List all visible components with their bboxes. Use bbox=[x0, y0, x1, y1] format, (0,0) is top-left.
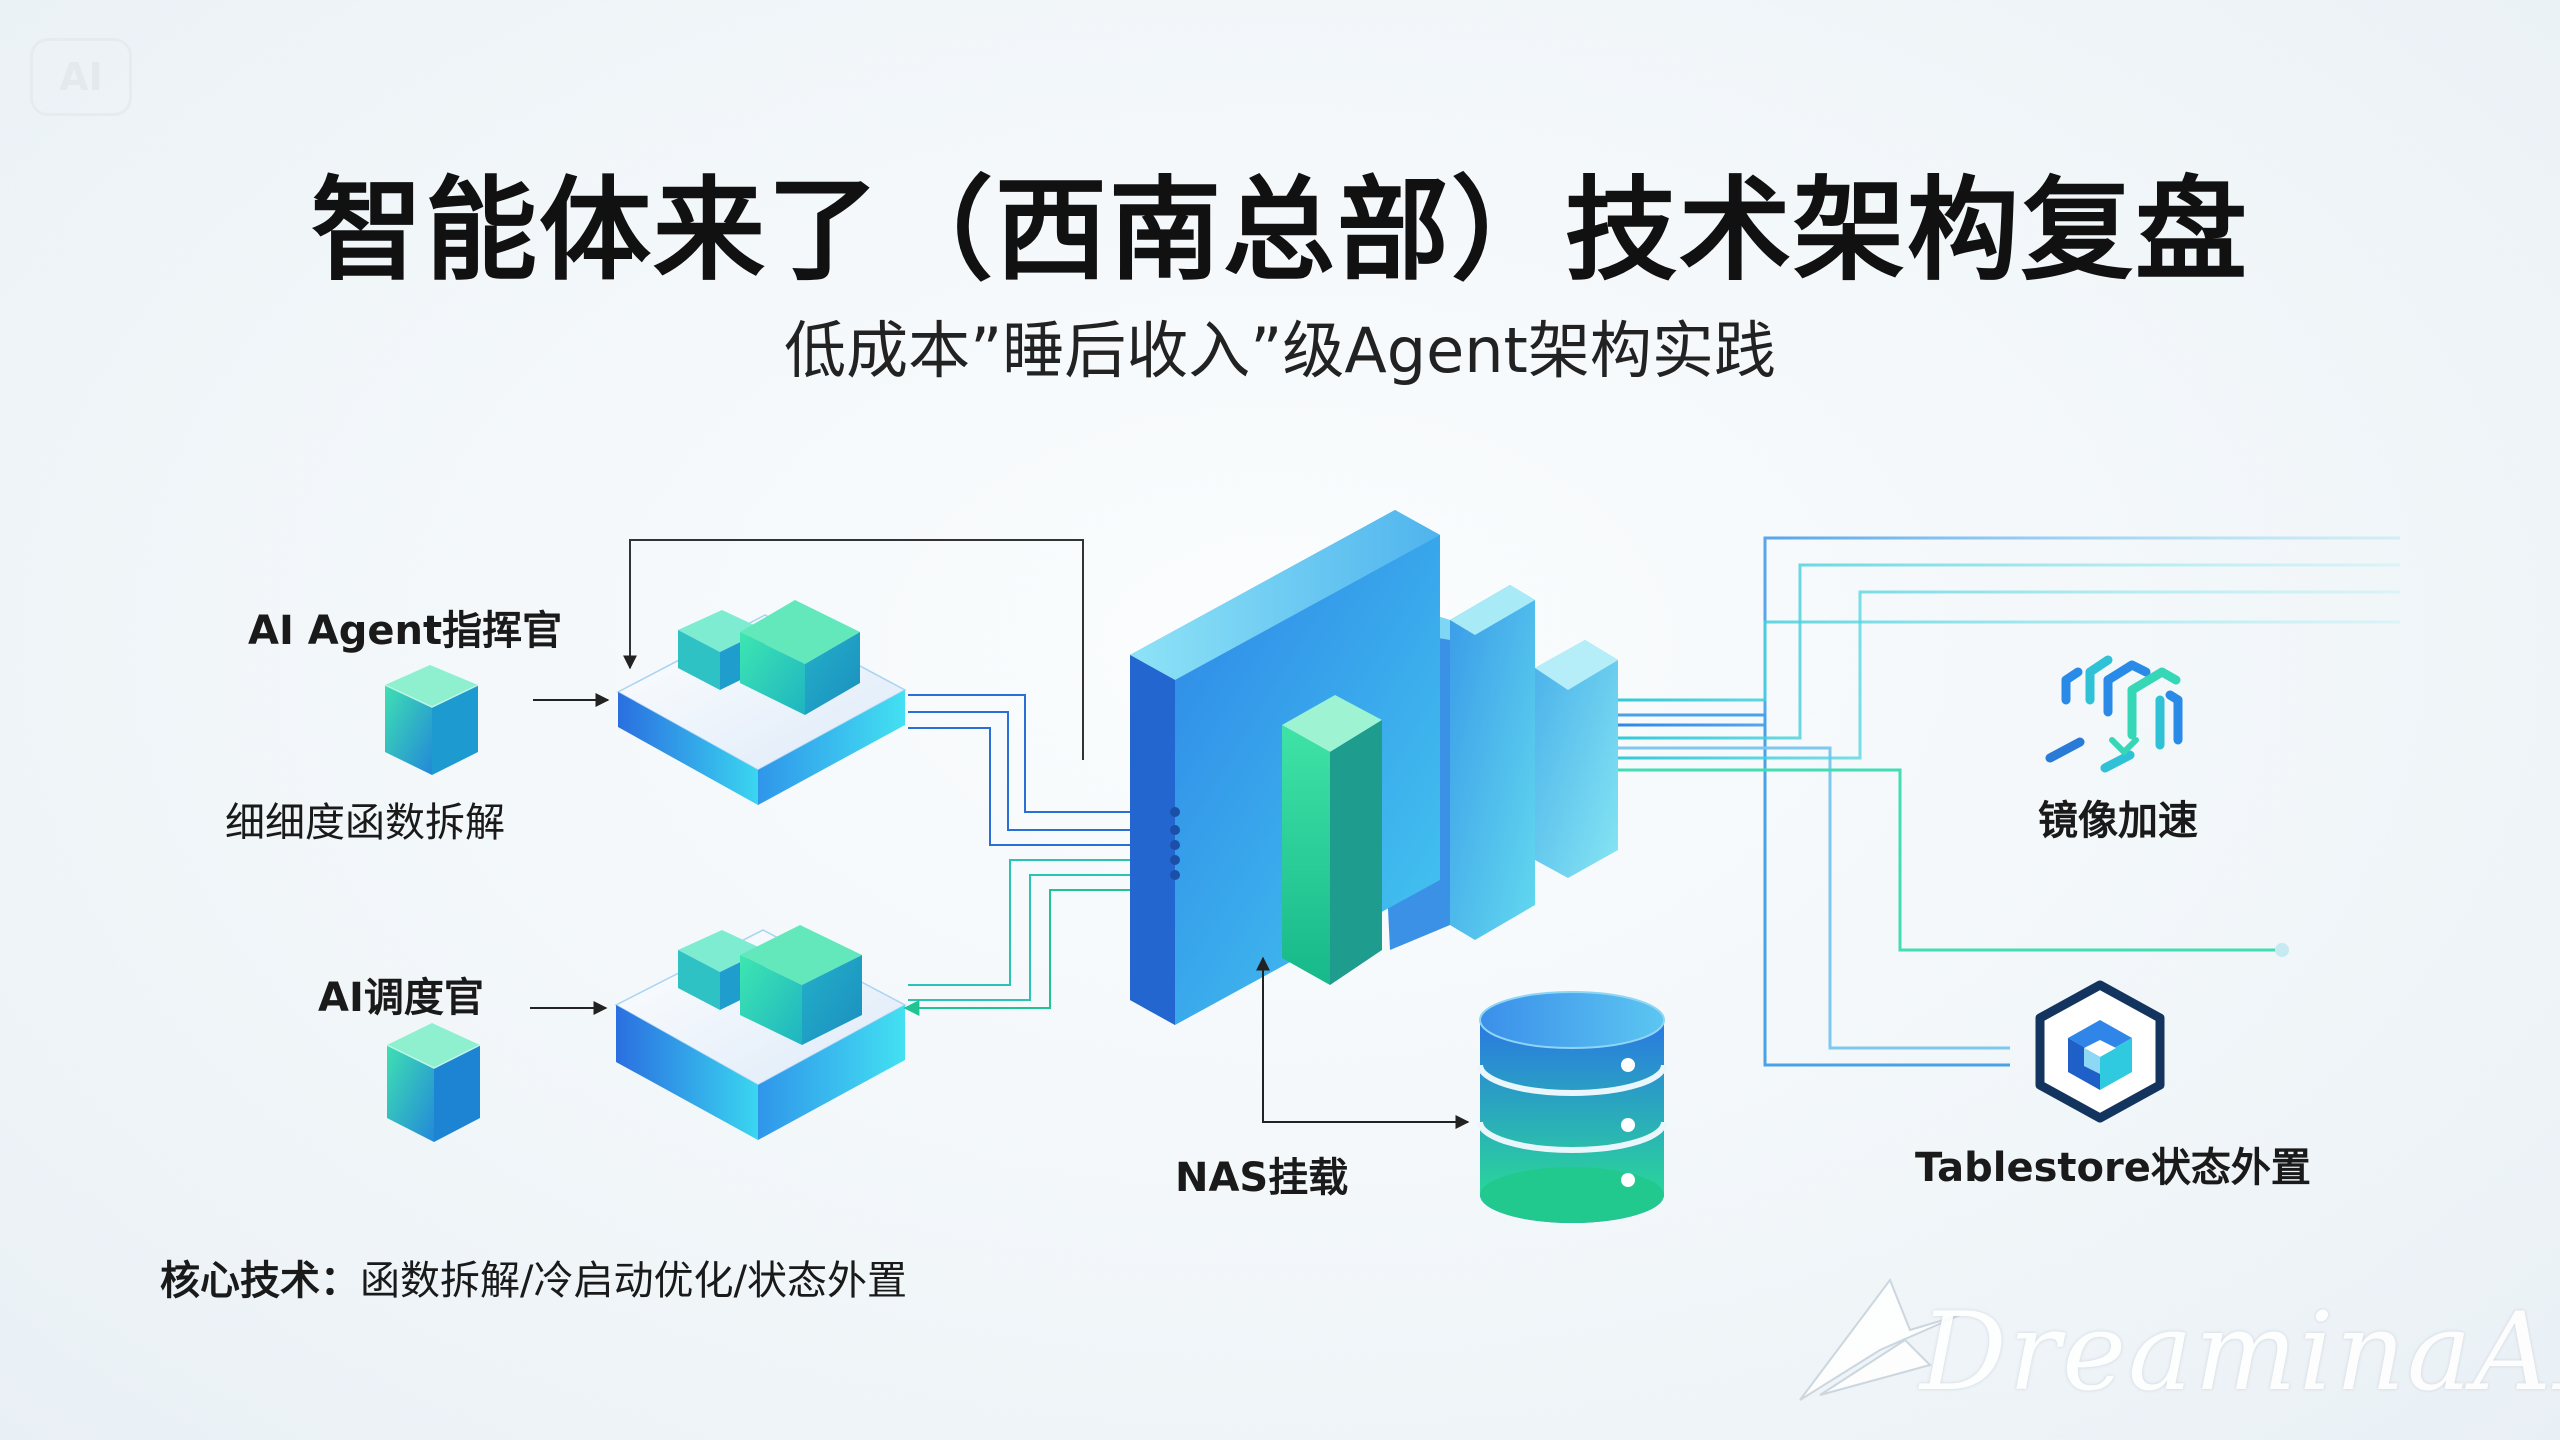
database-icon bbox=[1477, 991, 1667, 1223]
watermark-logo bbox=[1799, 1277, 1961, 1401]
commander-caption: 细细度函数拆解 bbox=[225, 800, 505, 846]
core-tech-text: 函数拆解/冷启动优化/状态外置 bbox=[360, 1258, 907, 1304]
mirror-acceleration-icon bbox=[2045, 655, 2183, 773]
platform-connectors bbox=[903, 694, 1179, 1016]
tablestore-icon bbox=[2035, 980, 2165, 1123]
feedback-line-top bbox=[623, 539, 1084, 760]
page-subtitle: 低成本”睡后收入”级Agent架构实践 bbox=[784, 314, 1776, 387]
ai-badge: AI bbox=[30, 38, 132, 116]
right-connectors bbox=[1615, 536, 2400, 1067]
nas-label: NAS挂载 bbox=[1175, 1155, 1349, 1201]
lower-function-platform bbox=[614, 925, 907, 1140]
mirror-label: 镜像加速 bbox=[2038, 798, 2198, 844]
core-tech-label: 核心技术： bbox=[160, 1258, 360, 1304]
nas-arrow bbox=[1256, 956, 1470, 1129]
scheduler-title: AI调度官 bbox=[318, 975, 484, 1021]
commander-cube-icon bbox=[384, 665, 479, 775]
tablestore-label: Tablestore状态外置 bbox=[1915, 1145, 2311, 1191]
core-technology-line: 核心技术：函数拆解/冷启动优化/状态外置 bbox=[160, 1248, 907, 1306]
scheduler-cube-icon bbox=[386, 1023, 481, 1142]
commander-title: AI Agent指挥官 bbox=[248, 608, 563, 654]
watermark-text: DreaminaAI bbox=[1920, 1290, 2560, 1415]
page-title: 智能体来了（西南总部）技术架构复盘 bbox=[311, 166, 2249, 296]
central-compute-block bbox=[1130, 510, 1618, 1025]
upper-function-platform bbox=[616, 600, 907, 805]
